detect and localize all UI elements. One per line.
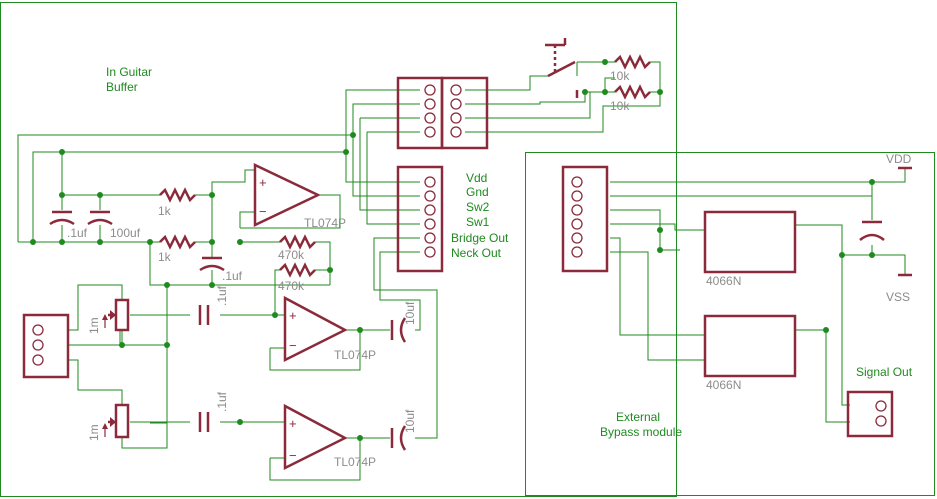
connector-signal-out [846,390,894,438]
connector-top [396,76,489,150]
potentiometers [102,298,130,439]
c-10uf-top: 10uf [403,301,417,325]
svg-text:−: − [289,448,297,463]
c-1uf-input-top: .1uf [215,285,229,306]
svg-text:−: − [259,204,267,219]
connector-module [561,165,609,273]
label-neck-out: Neck Out [451,246,502,260]
label-external: External [616,410,660,424]
label-vss-rail: VSS [886,290,910,304]
r-10k-top: 10k [610,69,630,83]
r-1k-top: 1k [158,204,172,218]
opamp-3-label: TL074P [334,455,376,469]
junctions [30,59,875,441]
c-1uf-input-bottom: .1uf [215,391,229,412]
wires [17,61,906,481]
switch [545,38,579,98]
capacitors [49,166,912,451]
opamp-1-label: TL074P [304,216,346,230]
label-bypass-module: Bypass module [600,425,682,439]
ic-4066-1-label: 4066N [706,274,741,288]
pot-top: 1m [87,317,101,334]
ics [703,210,797,378]
r-470k-bottom: 470k [278,279,305,293]
label-buffer: Buffer [106,80,138,94]
label-sw2: Sw2 [466,200,490,214]
opamps: + − + − + − [253,163,348,471]
c-100uf: 100uf [110,226,141,240]
svg-text:+: + [289,416,297,431]
opamp-2-label: TL074P [334,348,376,362]
label-bridge-out: Bridge Out [451,231,509,245]
ic-4066-2-label: 4066N [706,378,741,392]
label-sw1: Sw1 [466,215,490,229]
c-10uf-bottom: 10uf [403,409,417,433]
c-1uf-left: .1uf [67,226,88,240]
text-labels: In Guitar Buffer Vdd Gnd Sw2 Sw1 Bridge … [67,65,913,469]
svg-text:+: + [259,175,267,190]
label-signal-out: Signal Out [856,365,913,379]
pot-bottom: 1m [87,424,101,441]
svg-text:−: − [289,338,297,353]
label-vdd-rail: VDD [886,152,912,166]
label-vdd: Vdd [466,171,487,185]
connector-input [22,313,70,379]
connector-mid [396,165,444,273]
label-gnd: Gnd [466,185,489,199]
r-10k-bottom: 10k [610,99,630,113]
c-1uf-right: .1uf [222,269,243,283]
bypass-module-board [525,152,935,496]
r-470k-top: 470k [278,248,305,262]
label-in-guitar: In Guitar [106,65,152,79]
resistors [159,54,651,278]
svg-text:+: + [289,308,297,323]
r-1k-bottom: 1k [158,250,172,264]
